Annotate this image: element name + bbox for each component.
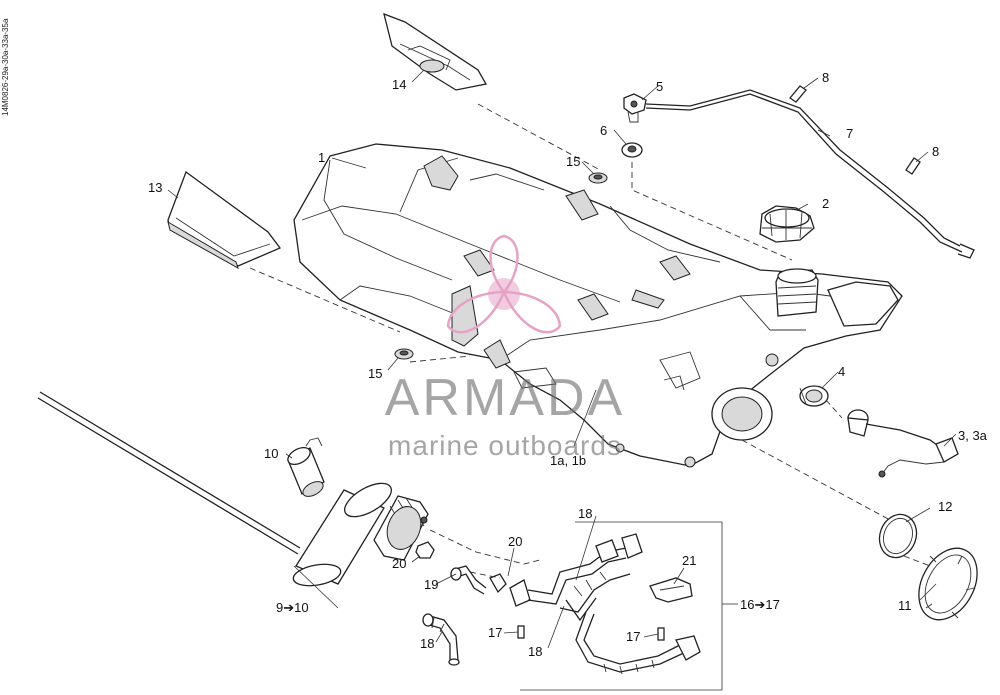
callout-4: 4 — [838, 364, 845, 379]
callout-11: 11 — [898, 598, 912, 613]
watermark-tagline: marine outboards — [388, 430, 622, 461]
callout-3-3a: 3, 3a — [958, 428, 988, 443]
callout-18-left: 18 — [420, 636, 434, 651]
callout-6: 6 — [600, 123, 607, 138]
callout-7: 7 — [846, 126, 853, 141]
callout-12: 12 — [938, 499, 952, 514]
leader-lines — [167, 69, 957, 649]
callout-10: 10 — [264, 446, 278, 461]
part-17-clamp-left — [517, 625, 525, 639]
callout-8-lower: 8 — [932, 144, 939, 159]
callout-17-left: 17 — [488, 625, 502, 640]
part-5-vent-valve — [623, 93, 647, 123]
callout-20-top: 20 — [508, 534, 522, 549]
part-2-fuel-cap — [759, 205, 815, 243]
callout-20-left: 20 — [392, 556, 406, 571]
part-1-fuel-tank — [293, 143, 903, 468]
part-12-gasket — [878, 513, 918, 559]
callout-18-bottom: 18 — [528, 644, 542, 659]
watermark-brand: ARMADA — [384, 369, 626, 427]
callout-14: 14 — [392, 77, 406, 92]
part-21-bracket — [649, 577, 693, 603]
assembly-lines — [249, 103, 931, 579]
part-7-vent-hose — [645, 89, 975, 259]
callout-18-top: 18 — [578, 506, 592, 521]
part-20-nut — [415, 541, 435, 559]
part-17-clamp-right — [657, 627, 665, 641]
callout-19: 19 — [424, 577, 438, 592]
part-9-fuel-pump — [37, 391, 429, 587]
callout-21: 21 — [682, 553, 696, 568]
part-4-grommet — [799, 385, 829, 407]
callout-9-to-10: 9➔10 — [276, 600, 309, 615]
part-14-shield — [383, 12, 488, 91]
part-18-hose-long — [575, 611, 701, 675]
callout-8-upper: 8 — [822, 70, 829, 85]
part-15-grommet-upper — [588, 172, 608, 184]
part-8-hose-clip-upper — [789, 85, 807, 103]
part-3-level-sensor — [847, 409, 959, 478]
part-18-hose-assembly — [509, 533, 643, 622]
callout-1: 1 — [318, 150, 325, 165]
part-18-hose-left — [422, 613, 460, 666]
part-19-elbow-hose — [450, 565, 507, 595]
part-10-pump-motor — [287, 437, 325, 497]
propeller-logo-icon — [446, 234, 562, 334]
part-6-vent-grommet — [621, 142, 643, 158]
part-15-grommet-lower — [394, 348, 414, 360]
callout-15-upper: 15 — [566, 154, 580, 169]
callout-5: 5 — [656, 79, 663, 94]
callout-13: 13 — [148, 180, 162, 195]
watermark: ARMADA marine outboards — [340, 230, 670, 470]
callout-16-to-17: 16➔17 — [740, 597, 780, 612]
group-16-bracket — [520, 521, 723, 691]
callout-15-lower: 15 — [368, 366, 382, 381]
callout-17-right: 17 — [626, 629, 640, 644]
callout-2: 2 — [822, 196, 829, 211]
part-11-locking-ring — [918, 547, 978, 621]
callout-1a-1b: 1a, 1b — [550, 453, 586, 468]
part-13-shield — [167, 170, 282, 270]
